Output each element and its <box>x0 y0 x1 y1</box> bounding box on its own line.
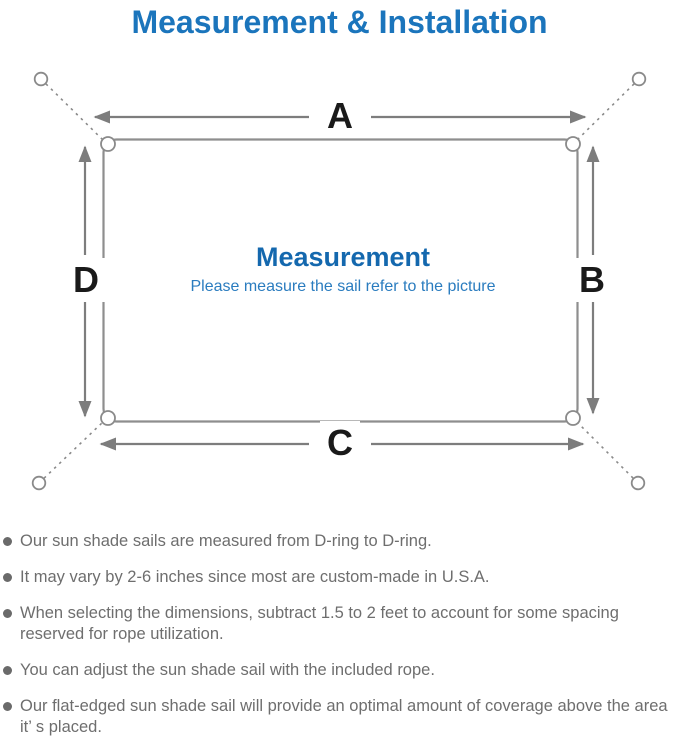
dim-label-a: A <box>320 94 360 138</box>
d-ring-icon-top-left <box>100 136 116 152</box>
diagram-heading: Measurement <box>255 242 431 272</box>
dim-label-d: D <box>66 258 106 302</box>
anchor-ring-icon-bottom-right <box>630 475 646 491</box>
diagram-subheading: Please measure the sail refer to the pic… <box>190 278 496 295</box>
anchor-ring-icon-top-left <box>33 71 49 87</box>
note-text: Our sun shade sails are measured from D-… <box>20 532 432 550</box>
d-ring-icon-bottom-left <box>100 410 116 426</box>
note-item: Our flat-edged sun shade sail will provi… <box>3 696 675 738</box>
page-title: Measurement & Installation <box>131 4 548 40</box>
bullet-icon <box>3 666 12 675</box>
note-item: When selecting the dimensions, subtract … <box>3 603 675 645</box>
note-text: You can adjust the sun shade sail with t… <box>20 661 435 679</box>
d-ring-icon-bottom-right <box>565 410 581 426</box>
bullet-icon <box>3 702 12 711</box>
dim-label-c: C <box>320 421 360 465</box>
bullet-icon <box>3 537 12 546</box>
d-ring-icon-top-right <box>565 136 581 152</box>
anchor-ring-icon-top-right <box>631 71 647 87</box>
guy-line-bottom-left <box>38 420 105 484</box>
note-text: It may vary by 2-6 inches since most are… <box>20 568 490 586</box>
note-text: Our flat-edged sun shade sail will provi… <box>20 697 668 736</box>
guy-line-bottom-right <box>575 420 639 484</box>
guy-line-top-left <box>40 78 105 142</box>
note-text: When selecting the dimensions, subtract … <box>20 604 619 643</box>
guy-line-top-right <box>575 78 640 142</box>
bullet-icon <box>3 573 12 582</box>
anchor-ring-icon-bottom-left <box>31 475 47 491</box>
note-item: Our sun shade sails are measured from D-… <box>3 531 675 552</box>
bullet-icon <box>3 609 12 618</box>
note-item: You can adjust the sun shade sail with t… <box>3 660 675 681</box>
dim-label-b: B <box>572 258 612 302</box>
notes-list: Our sun shade sails are measured from D-… <box>3 531 675 738</box>
note-item: It may vary by 2-6 inches since most are… <box>3 567 675 588</box>
